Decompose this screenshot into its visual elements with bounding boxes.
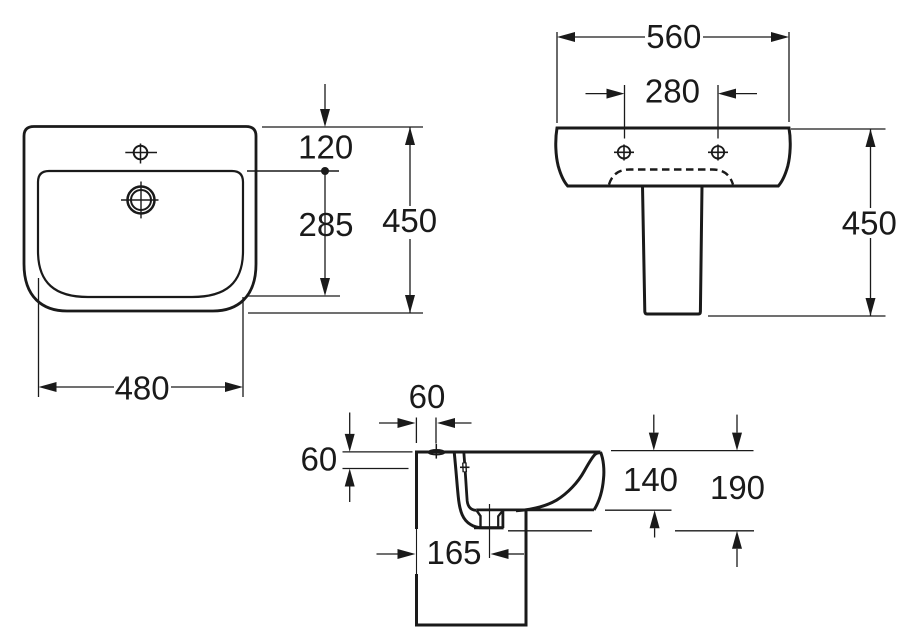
svg-text:120: 120 bbox=[298, 129, 353, 166]
svg-text:60: 60 bbox=[301, 440, 338, 477]
svg-text:280: 280 bbox=[645, 73, 700, 110]
svg-text:60: 60 bbox=[409, 378, 446, 415]
svg-text:480: 480 bbox=[115, 369, 170, 406]
svg-text:190: 190 bbox=[710, 469, 765, 506]
svg-text:140: 140 bbox=[623, 461, 678, 498]
svg-text:165: 165 bbox=[426, 534, 481, 571]
svg-text:560: 560 bbox=[646, 18, 701, 55]
svg-text:450: 450 bbox=[382, 202, 437, 239]
svg-text:450: 450 bbox=[842, 204, 897, 241]
svg-text:285: 285 bbox=[298, 206, 353, 243]
